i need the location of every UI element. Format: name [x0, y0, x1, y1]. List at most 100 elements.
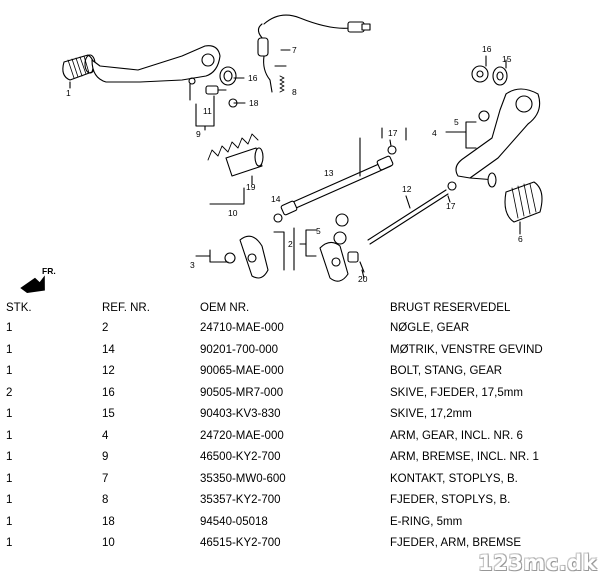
callout: 8 — [292, 87, 297, 97]
spring-sleeve — [225, 147, 264, 177]
header-oem-nr: OEM NR. — [200, 302, 250, 314]
pivot-bolt — [205, 85, 227, 95]
cell-stk: 2 — [6, 387, 13, 399]
table-row: 1 7 35350-MW0-600 KONTAKT, STOPLYS, B. — [0, 469, 600, 489]
cell-stk: 1 — [6, 516, 13, 528]
table-row: 1 14 90201-700-000 MØTRIK, VENSTRE GEVIN… — [0, 340, 600, 360]
parts-table-header: STK. REF. NR. OEM NR. BRUGT RESERVEDEL — [0, 298, 600, 318]
callout: 14 — [271, 194, 281, 204]
gear-pedal-rubber — [487, 172, 543, 223]
cell-ref: 9 — [102, 451, 109, 463]
cell-ref: 2 — [102, 322, 109, 334]
cell-oem: 94540-05018 — [200, 516, 268, 528]
brake-arm — [91, 45, 221, 101]
cell-oem: 90065-MAE-000 — [200, 365, 284, 377]
table-row: 1 8 35357-KY2-700 FJEDER, STOPLYS, B. — [0, 490, 600, 510]
cell-oem: 24710-MAE-000 — [200, 322, 284, 334]
cell-oem: 90403-KV3-830 — [200, 408, 281, 420]
cell-ref: 4 — [102, 430, 109, 442]
cell-desc: SKIVE, 17,2mm — [390, 408, 472, 420]
cell-oem: 35357-KY2-700 — [200, 494, 281, 506]
brake-arm-spring — [207, 133, 259, 161]
cell-stk: 1 — [6, 473, 13, 485]
header-stk: STK. — [6, 302, 32, 314]
cell-oem: 90505-MR7-000 — [200, 387, 284, 399]
stoplight-spring — [279, 75, 285, 93]
cell-desc: FJEDER, ARM, BREMSE — [390, 537, 521, 549]
cell-stk: 1 — [6, 344, 13, 356]
nut-17b — [387, 145, 397, 155]
callout-numbers: 1 2 3 4 5 5 6 7 8 9 10 11 12 13 14 15 16… — [66, 44, 523, 284]
callout: 11 — [203, 106, 212, 116]
callout: 5 — [316, 226, 321, 236]
table-row: 1 12 90065-MAE-000 BOLT, STANG, GEAR — [0, 361, 600, 381]
stoplight-switch — [257, 14, 371, 93]
table-row: 2 16 90505-MR7-000 SKIVE, FJEDER, 17,5mm — [0, 383, 600, 403]
cell-ref: 15 — [102, 408, 115, 420]
cell-ref: 16 — [102, 387, 115, 399]
cell-stk: 1 — [6, 322, 13, 334]
callout: 3 — [190, 260, 195, 270]
cell-desc: FJEDER, STOPLYS, B. — [390, 494, 511, 506]
cell-oem: 46515-KY2-700 — [200, 537, 281, 549]
cell-ref: 12 — [102, 365, 115, 377]
nut-17 — [447, 181, 457, 191]
callout: 9 — [196, 129, 201, 139]
callout: 20 — [358, 274, 368, 284]
shift-rod — [280, 139, 394, 216]
gear-arm — [455, 88, 541, 181]
callout: 19 — [246, 182, 256, 192]
cell-oem: 24720-MAE-000 — [200, 430, 284, 442]
callout: 18 — [249, 98, 259, 108]
callout: 15 — [502, 54, 512, 64]
cell-desc: KONTAKT, STOPLYS, B. — [390, 473, 518, 485]
table-row: 1 9 46500-KY2-700 ARM, BREMSE, INCL. NR.… — [0, 447, 600, 467]
callout: 5 — [454, 117, 459, 127]
callout: 17 — [446, 201, 456, 211]
callout: 6 — [518, 234, 523, 244]
cell-ref: 10 — [102, 537, 115, 549]
brake-joint — [224, 235, 269, 279]
cell-ref: 7 — [102, 473, 109, 485]
table-row: 1 15 90403-KV3-830 SKIVE, 17,2mm — [0, 404, 600, 424]
front-label: FR. — [42, 266, 56, 276]
callout: 10 — [228, 208, 238, 218]
callout: 2 — [288, 239, 293, 249]
cell-oem: 90201-700-000 — [200, 344, 279, 356]
cell-stk: 1 — [6, 451, 13, 463]
gear-link — [319, 213, 365, 282]
callout: 4 — [432, 128, 437, 138]
cell-desc: E-RING, 5mm — [390, 516, 463, 528]
table-row: 1 10 46515-KY2-700 FJEDER, ARM, BREMSE — [0, 533, 600, 553]
callout: 1 — [66, 88, 71, 98]
cell-desc: BOLT, STANG, GEAR — [390, 365, 503, 377]
cell-desc: NØGLE, GEAR — [390, 322, 470, 334]
cell-desc: MØTRIK, VENSTRE GEVIND — [390, 344, 543, 356]
nut-14 — [273, 213, 283, 223]
cell-stk: 1 — [6, 430, 13, 442]
cell-stk: 1 — [6, 494, 13, 506]
callout: 16 — [248, 73, 258, 83]
washer-15 — [492, 66, 508, 86]
cell-desc: ARM, BREMSE, INCL. NR. 1 — [390, 451, 539, 463]
cell-stk: 1 — [6, 408, 13, 420]
brake-pedal-rubber — [62, 54, 96, 81]
header-ref-nr: REF. NR. — [102, 302, 150, 314]
callout: 12 — [402, 184, 412, 194]
callout: 17 — [388, 128, 398, 138]
cell-desc: SKIVE, FJEDER, 17,5mm — [390, 387, 523, 399]
cell-ref: 14 — [102, 344, 115, 356]
cell-ref: 18 — [102, 516, 115, 528]
table-row: 1 2 24710-MAE-000 NØGLE, GEAR — [0, 318, 600, 338]
callout: 7 — [292, 45, 297, 55]
cell-stk: 1 — [6, 365, 13, 377]
site-watermark: 123mc.dk — [478, 551, 598, 575]
front-arrow-icon: FR. — [20, 266, 56, 294]
cell-stk: 1 — [6, 537, 13, 549]
cell-ref: 8 — [102, 494, 109, 506]
washer-16 — [471, 65, 489, 83]
callout: 16 — [482, 44, 492, 54]
cell-oem: 35350-MW0-600 — [200, 473, 286, 485]
spring-washer — [219, 66, 237, 86]
header-description: BRUGT RESERVEDEL — [390, 302, 511, 314]
